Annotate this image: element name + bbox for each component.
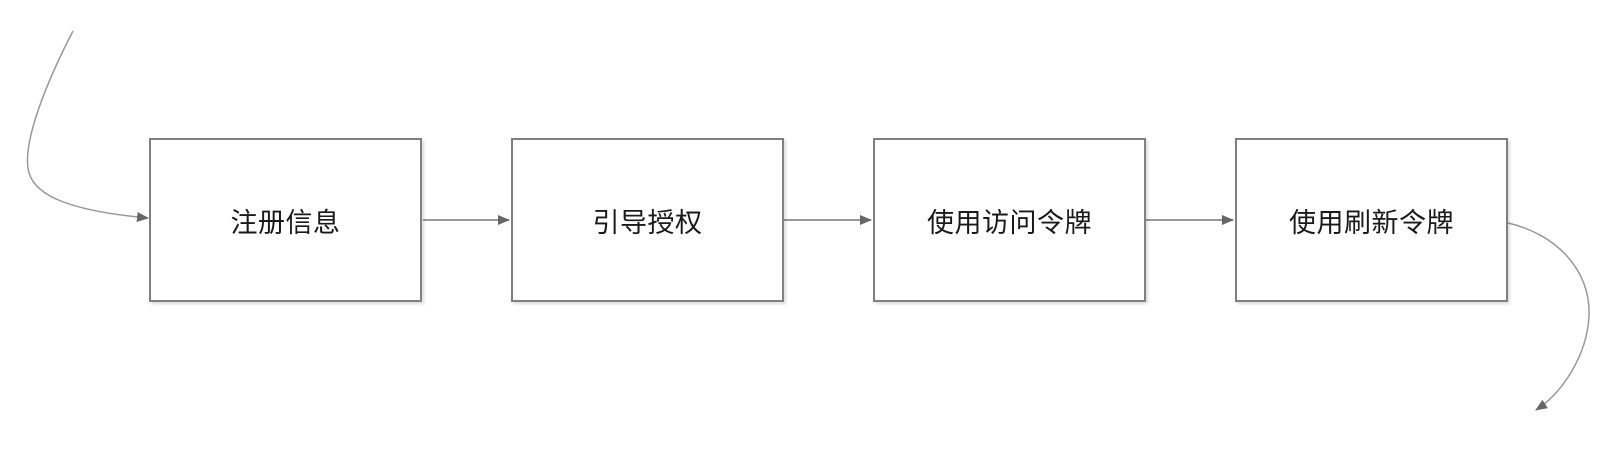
node-guide-authorization[interactable]: 引导授权 <box>511 138 784 302</box>
node-register-info[interactable]: 注册信息 <box>149 138 422 302</box>
connector-entry-curve[interactable] <box>26 30 149 222</box>
node-register-info-label: 注册信息 <box>230 207 341 238</box>
node-use-refresh-token-label: 使用刷新令牌 <box>1289 207 1454 238</box>
node-use-refresh-token[interactable]: 使用刷新令牌 <box>1235 138 1508 302</box>
node-use-access-token[interactable]: 使用访问令牌 <box>873 138 1146 302</box>
node-guide-authorization-label: 引导授权 <box>592 207 703 238</box>
node-use-access-token-label: 使用访问令牌 <box>927 207 1092 238</box>
connector-exit-curve[interactable] <box>1507 222 1590 411</box>
